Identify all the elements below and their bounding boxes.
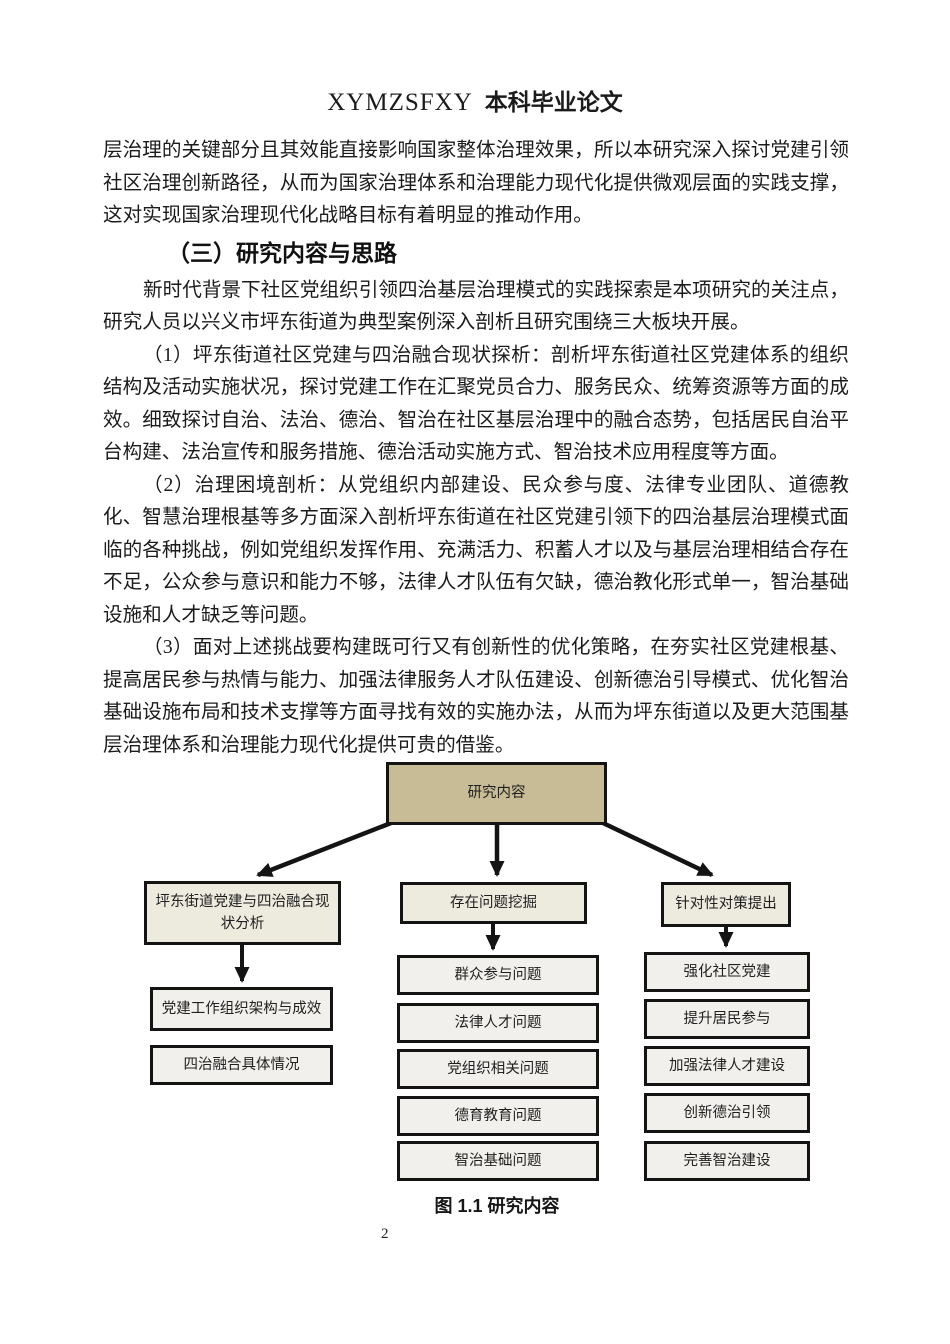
- flowchart-leaf: 党组织相关问题: [397, 1049, 599, 1089]
- flowchart-leaf: 完善智治建设: [644, 1141, 810, 1181]
- paragraph: 新时代背景下社区党组织引领四治基层治理模式的实践探索是本项研究的关注点，研究人员…: [103, 279, 849, 334]
- flowchart-leaf: 智治基础问题: [397, 1141, 599, 1181]
- paragraph-continuation: 层治理的关键部分且其效能直接影响国家整体治理效果，所以本研究深入探讨党建引领社区…: [103, 140, 849, 226]
- flowchart-leaf: 强化社区党建: [644, 952, 810, 992]
- flowchart-leaf: 创新德治引领: [644, 1093, 810, 1133]
- flowchart-branch-countermeasures: 针对性对策提出: [661, 882, 791, 927]
- flowchart-arrows: [234, 820, 734, 983]
- figure-caption: 图 1.1 研究内容: [434, 1196, 560, 1216]
- paragraph: （1）坪东街道社区党建与四治融合现状探析：剖析坪东街道社区党建体系的组织结构及活…: [103, 344, 849, 464]
- paragraph: （3）面对上述挑战要构建既可行又有创新性的优化策略，在夯实社区党建根基、提高居民…: [103, 637, 849, 756]
- flowchart-leaf: 提升居民参与: [644, 999, 810, 1039]
- school-code: XYMZSFXY: [327, 89, 473, 116]
- body-text: 层治理的关键部分且其效能直接影响国家整体治理效果，所以本研究深入探讨党建引领社区…: [103, 135, 849, 762]
- flowchart-leaf: 群众参与问题: [397, 955, 599, 995]
- flowchart-leaf: 四治融合具体情况: [150, 1045, 333, 1085]
- paragraph: （2）治理困境剖析：从党组织内部建设、民众参与度、法律专业团队、道德教化、智慧治…: [103, 474, 849, 626]
- page-header: XYMZSFXY 本科毕业论文: [0, 0, 950, 123]
- flowchart-root-node: 研究内容: [386, 762, 607, 825]
- flowchart-leaf: 法律人才问题: [397, 1003, 599, 1043]
- flowchart-branch-current-status: 坪东街道党建与四治融合现状分析: [144, 881, 341, 945]
- page-number: 2: [381, 1226, 389, 1242]
- flowchart-leaf: 党建工作组织架构与成效: [150, 987, 333, 1031]
- flowchart-leaf: 德育教育问题: [397, 1096, 599, 1136]
- flowchart-leaf: 加强法律人才建设: [644, 1046, 810, 1086]
- flowchart-branch-problem-mining: 存在问题挖掘: [400, 882, 587, 924]
- section-heading: （三）研究内容与思路: [167, 239, 397, 266]
- doc-type-label: 本科毕业论文: [484, 90, 623, 115]
